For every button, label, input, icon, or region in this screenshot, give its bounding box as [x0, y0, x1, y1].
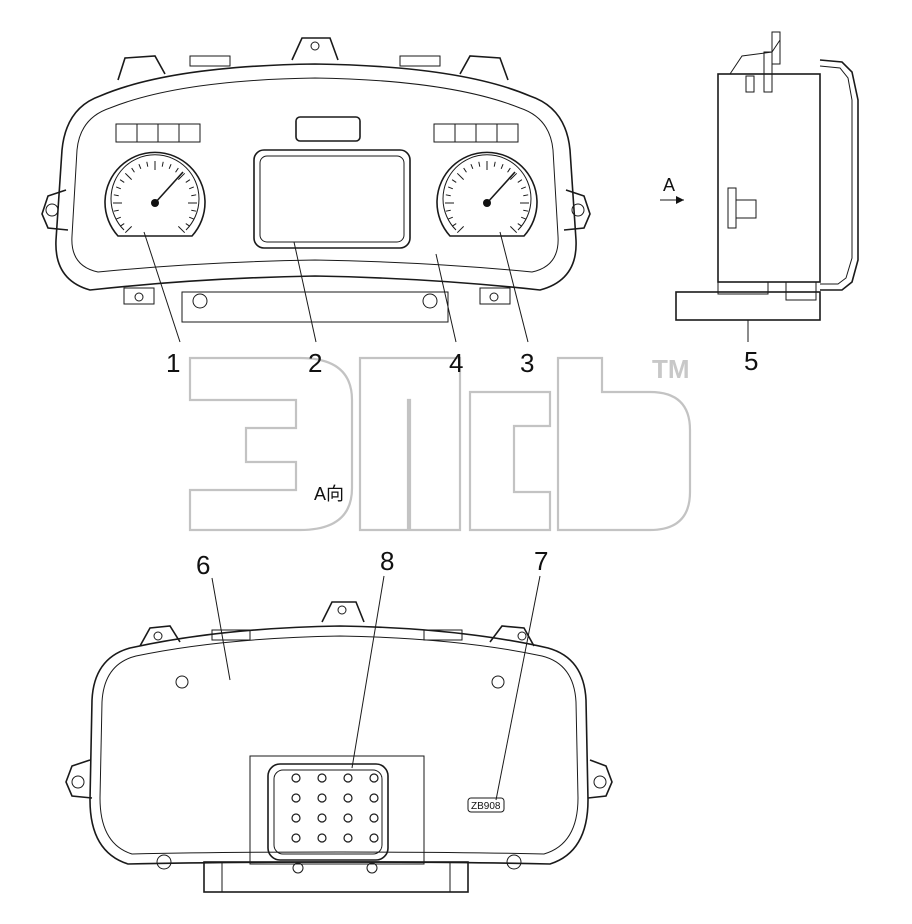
gauge-tick	[448, 186, 454, 190]
callout-8: 8	[380, 546, 394, 576]
gauge-tick	[451, 179, 457, 183]
callout-7: 7	[534, 546, 548, 576]
connector-pin	[317, 793, 327, 803]
side-view: A	[660, 31, 859, 342]
connector-pin	[369, 793, 379, 803]
gauge-tick	[456, 172, 465, 181]
gauge-tick	[185, 223, 191, 227]
connector-pin	[343, 813, 353, 823]
gauge-tick	[523, 209, 529, 212]
gauge-tick	[113, 209, 119, 212]
mount-screw	[366, 862, 378, 874]
connector-pin	[369, 833, 379, 843]
gauge-tick	[188, 216, 194, 220]
gauge-tick	[119, 179, 125, 183]
right-gauge	[436, 151, 538, 237]
watermark-logo: TM	[188, 354, 692, 532]
rear-view: ZB908 A向	[65, 484, 613, 893]
connector-pin	[317, 773, 327, 783]
gauge-tick	[119, 223, 125, 227]
center-display	[253, 149, 411, 249]
gauge-tick	[175, 167, 179, 173]
mount-screw	[292, 862, 304, 874]
front-view	[41, 37, 591, 343]
gauge-tick	[509, 225, 518, 234]
gauge-tick	[191, 209, 197, 212]
callout-2: 2	[308, 348, 322, 378]
gauge-tick	[188, 186, 194, 190]
gauge-tick	[448, 216, 454, 220]
gauge-tick	[463, 167, 467, 173]
gauge-tick	[146, 161, 149, 167]
gauge-tick	[445, 194, 451, 197]
gauge-tick	[116, 216, 122, 220]
connector-pin	[291, 793, 301, 803]
gauge-tick	[131, 167, 135, 173]
gauge-tick	[478, 161, 481, 167]
connector-pin	[343, 833, 353, 843]
gauge-tick	[470, 164, 474, 170]
connector-pin	[317, 833, 327, 843]
gauge-tick	[517, 179, 523, 183]
left-gauge	[104, 151, 206, 237]
gauge-tick	[523, 194, 529, 197]
callout-4: 4	[449, 348, 463, 378]
connector-pin	[291, 773, 301, 783]
connector-pin	[343, 793, 353, 803]
rear-connector	[267, 763, 389, 861]
gauge-tick	[185, 179, 191, 183]
gauge-tick	[520, 216, 526, 220]
gauge-tick	[500, 164, 504, 170]
gauge-tick	[177, 172, 186, 181]
callout-1: 1	[166, 348, 180, 378]
callout-5: 5	[744, 346, 758, 376]
gauge-tick	[113, 194, 119, 197]
gauge-tick	[520, 186, 526, 190]
gauge-tick	[509, 172, 518, 181]
connector-pin	[291, 813, 301, 823]
watermark-tm-text: TM	[652, 354, 690, 384]
right-indicator-lamps	[433, 123, 519, 143]
gauge-tick	[191, 194, 197, 197]
connector-pins	[291, 773, 379, 874]
callout-3: 3	[520, 348, 534, 378]
gauge-tick	[493, 161, 496, 167]
left-indicator-lamps	[115, 123, 201, 143]
gauge-tick	[507, 167, 511, 173]
gauge-tick	[456, 225, 465, 234]
gauge-tick	[445, 209, 451, 212]
connector-pin	[317, 813, 327, 823]
rear-view-title: A向	[314, 484, 344, 504]
gauge-tick	[168, 164, 172, 170]
connector-pin	[343, 773, 353, 783]
view-direction-label: A	[663, 175, 675, 195]
connector-pin	[369, 813, 379, 823]
callout-6: 6	[196, 550, 210, 580]
gauge-tick	[517, 223, 523, 227]
gauge-tick	[116, 186, 122, 190]
part-tag-label: ZB908	[471, 801, 501, 812]
gauge-tick	[124, 172, 133, 181]
gauge-tick	[138, 164, 142, 170]
gauge-tick	[451, 223, 457, 227]
gauge-tick	[124, 225, 133, 234]
connector-pin	[291, 833, 301, 843]
connector-pin	[369, 773, 379, 783]
gauge-tick	[161, 161, 164, 167]
gauge-tick	[177, 225, 186, 234]
